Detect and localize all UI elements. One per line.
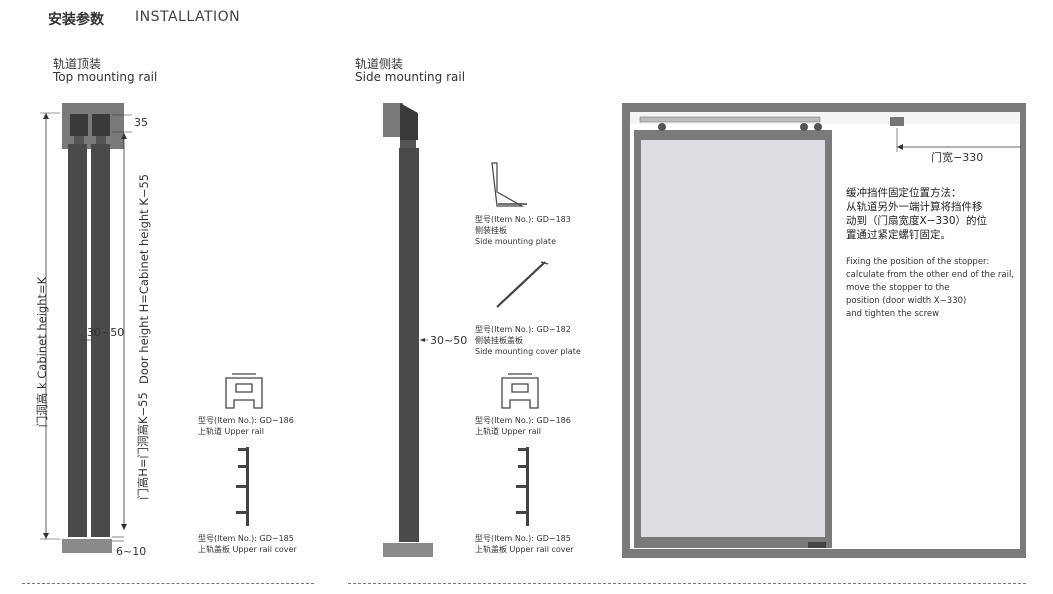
side-mount-title-en: Side mounting rail [355, 70, 466, 84]
top-floor-block [62, 539, 112, 553]
top-mount-title-cn: 轨道顶装 [53, 57, 102, 71]
gd186-profile-right [501, 373, 539, 409]
gd185-profile-right [516, 447, 529, 526]
top-roller-left [70, 114, 88, 136]
label-door-height-cn: 门高H=门洞高K−55 [136, 392, 150, 500]
door-width-label: 门宽−330 [931, 151, 984, 164]
gd183-profile [491, 162, 525, 207]
side-floor-block [383, 543, 433, 557]
dim-gap-top: 30~50 [87, 326, 125, 339]
gd182-label: 型号(Item No.): GD−182 侧装挂板盖板 Side mountin… [475, 325, 581, 356]
top-door-right [91, 144, 110, 537]
section-title-cn: 安装参数 [48, 12, 104, 28]
top-roller-right [92, 114, 110, 136]
side-mount-title-cn: 轨道侧装 [355, 57, 404, 71]
top-door-left [68, 144, 87, 537]
side-wall-block [383, 103, 403, 137]
stopper-note-cn: 缓冲挡件固定位置方法： 从轨道另外一端计算将挡件移 动到（门扇宽度X−330）的… [846, 187, 988, 241]
top-mount-title-en: Top mounting rail [53, 70, 158, 84]
dim-6-10: 6~10 [116, 545, 147, 558]
side-door [399, 148, 419, 542]
door-panel [641, 140, 825, 537]
gd182-profile [496, 261, 546, 308]
gd185-label-right: 型号(Item No.): GD−185 上轨盖板 Upper rail cov… [475, 534, 574, 554]
gd186-profile-left [225, 373, 263, 409]
gd185-label-left: 型号(Item No.): GD−185 上轨盖板 Upper rail cov… [198, 534, 297, 554]
label-door-height-en: Door height H=Cabinet height K−55 [137, 173, 151, 384]
separator-right [348, 583, 1026, 584]
dim-gap-side: 30~50 [430, 334, 468, 347]
stopper-note-en: Fixing the position of the stopper: calc… [846, 257, 1015, 319]
gd186-label-right: 型号(Item No.): GD−186 上轨道 Upper rail [475, 416, 571, 436]
separator-left [22, 583, 314, 584]
label-cabinet-height: 门洞高 k Cabinet height=K [35, 276, 49, 428]
section-title-en: INSTALLATION [135, 9, 241, 25]
dim-35: 35 [134, 116, 148, 129]
gd186-label-left: 型号(Item No.): GD−186 上轨道 Upper rail [198, 416, 294, 436]
side-bracket [400, 103, 418, 140]
gd183-label: 型号(Item No.): GD−183 侧装挂板 Side mounting … [475, 215, 571, 246]
gd185-profile-left [236, 447, 249, 526]
